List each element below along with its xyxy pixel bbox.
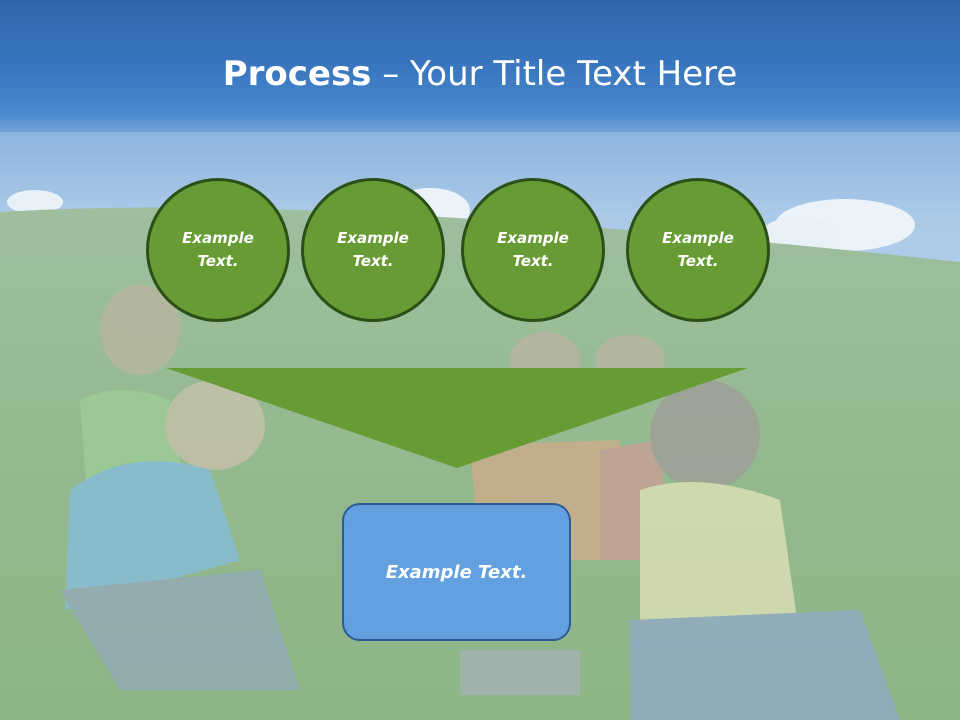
title-rest: – Your Title Text Here [371, 54, 738, 94]
process-circle-1: Example Text. [146, 178, 290, 322]
circle-3-label: Example Text. [497, 229, 569, 270]
funnel-arrow [166, 368, 748, 468]
title-band [0, 0, 960, 132]
process-circle-3: Example Text. [461, 178, 605, 322]
title-bold: Process [222, 54, 372, 94]
slide-title: Process – Your Title Text Here [0, 50, 960, 98]
process-circle-4: Example Text. [626, 178, 770, 322]
circle-1-label: Example Text. [182, 229, 254, 270]
result-box-label: Example Text. [385, 561, 528, 583]
circle-4-label: Example Text. [662, 229, 734, 270]
process-circle-2: Example Text. [301, 178, 445, 322]
circle-2-label: Example Text. [337, 229, 409, 270]
result-box: Example Text. [342, 503, 571, 641]
